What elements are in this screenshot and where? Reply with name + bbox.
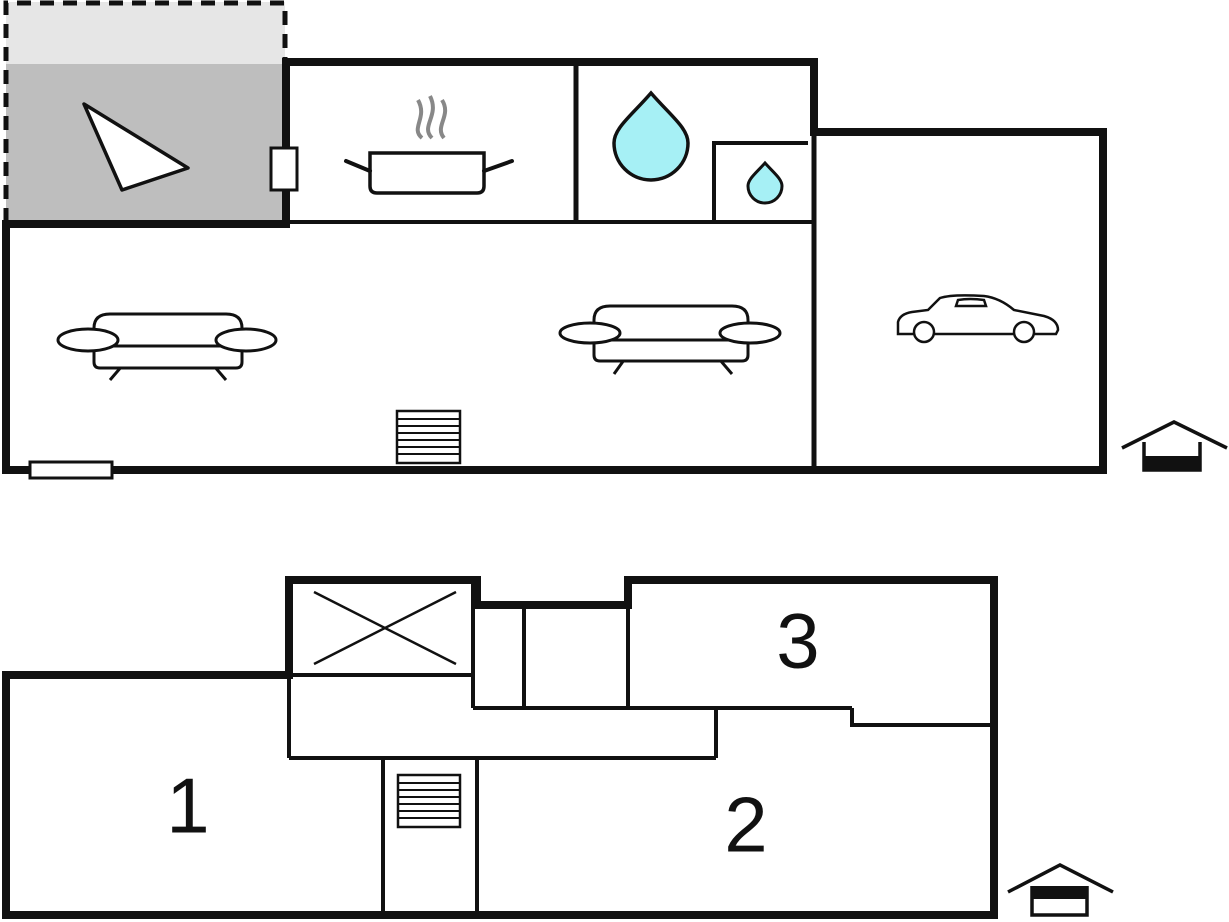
room-label-2: 2	[724, 781, 767, 869]
staircase-icon	[396, 773, 462, 829]
terrace	[3, 0, 288, 222]
toilet-water-drop-icon	[746, 160, 784, 205]
upper-floor: 1 2 3	[2, 576, 1114, 919]
floor-level-house-icon	[1007, 863, 1114, 917]
ground-floor	[2, 0, 1228, 480]
room-label-3: 3	[776, 597, 819, 685]
ground-floor-walls	[2, 58, 1107, 474]
void-cross-icon	[313, 590, 457, 666]
staircase-icon	[395, 409, 462, 465]
armchair-icon	[558, 304, 782, 375]
car-icon	[896, 294, 1060, 344]
cooking-pot-icon	[344, 95, 514, 195]
terrace-dashed-outline	[3, 0, 288, 222]
terrace-upper-area	[6, 2, 285, 64]
bathroom-water-drop-icon	[612, 90, 690, 182]
entrance-door	[28, 460, 114, 480]
compass-icon	[82, 102, 190, 192]
sofa-icon	[56, 312, 278, 381]
floor-level-house-icon	[1121, 420, 1228, 472]
terrace-door	[269, 146, 299, 192]
room-label-1: 1	[166, 762, 209, 850]
upper-floor-walls	[2, 576, 998, 919]
